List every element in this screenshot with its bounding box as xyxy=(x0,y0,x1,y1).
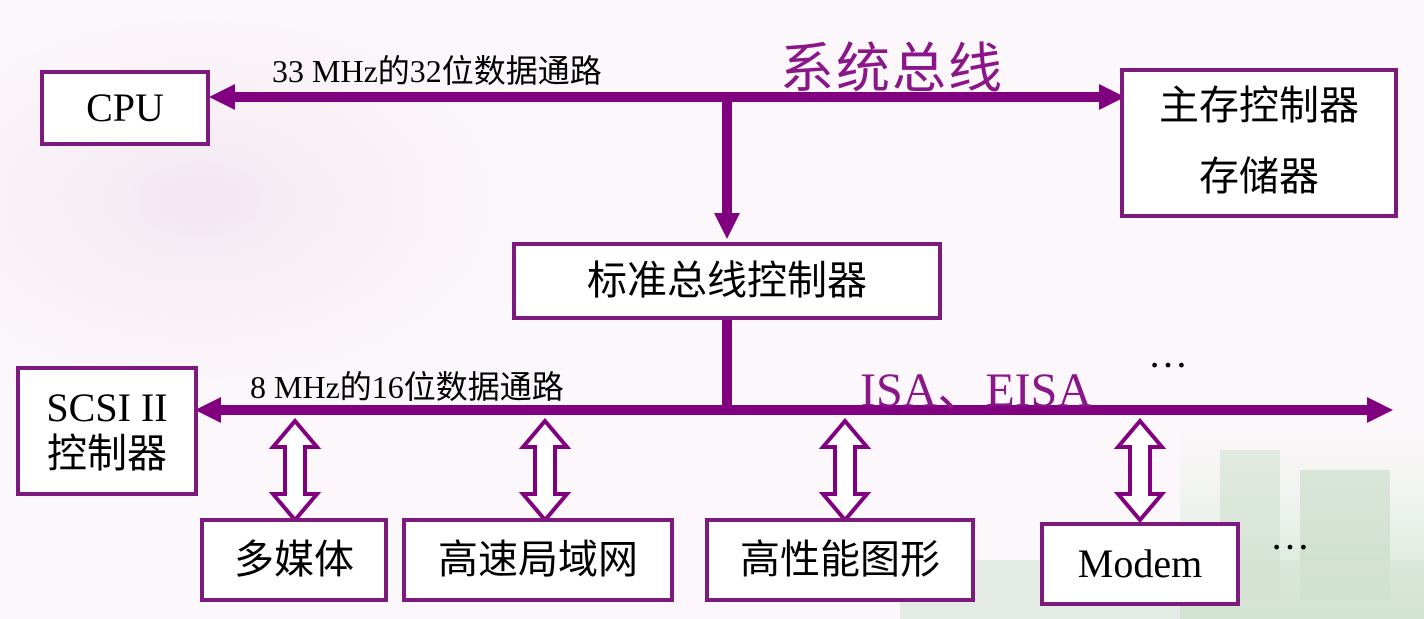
modem-box: Modem xyxy=(1040,522,1240,606)
memory-box: 存储器 xyxy=(1120,140,1398,218)
more-devices-ellipsis: … xyxy=(1270,513,1310,558)
scsi-controller-line1: SCSI II xyxy=(46,385,168,430)
multimedia-box: 多媒体 xyxy=(200,518,388,602)
lan-connector-arrow xyxy=(518,417,572,524)
main-memory-controller-box: 主存控制器 xyxy=(1120,68,1398,144)
graphics-connector-arrow xyxy=(818,417,872,524)
modem-connector-arrow xyxy=(1113,417,1167,524)
standard-bus-path-label: 8 MHz的16位数据通路 xyxy=(250,369,564,405)
system-bus-title: 系统总线 xyxy=(780,37,1004,100)
graphics-box: 高性能图形 xyxy=(705,518,975,602)
multimedia-connector-arrow xyxy=(268,417,322,524)
lan-box: 高速局域网 xyxy=(402,518,674,602)
system-bus-path-label: 33 MHz的32位数据通路 xyxy=(272,53,602,89)
standard-bus-ellipsis: … xyxy=(1148,331,1188,376)
standard-bus-title: ISA、EISA xyxy=(860,364,1093,417)
scsi-controller-box: SCSI II 控制器 xyxy=(16,366,198,496)
cpu-box: CPU xyxy=(40,70,210,146)
scsi-controller-line2: 控制器 xyxy=(47,431,167,476)
bus-controller-box: 标准总线控制器 xyxy=(512,242,942,320)
